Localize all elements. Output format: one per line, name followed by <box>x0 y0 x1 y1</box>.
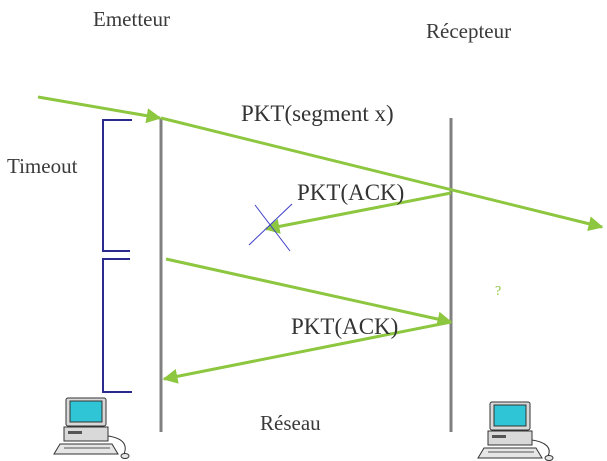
ack-packet-label: PKT(ACK) <box>291 315 398 338</box>
incoming-data-arrow <box>38 97 160 118</box>
receiver-label: Récepteur <box>426 21 511 42</box>
timeout-bracket-2 <box>103 259 132 392</box>
lost-ack-packet-label: PKT(ACK) <box>297 181 404 204</box>
sender-computer-icon <box>54 398 129 459</box>
segment-arrow <box>161 118 602 227</box>
sender-label: Emetteur <box>93 9 170 30</box>
question-mark: ? <box>495 285 501 299</box>
timeout-bracket-1 <box>103 120 132 251</box>
timeout-label: Timeout <box>7 156 77 177</box>
retransmit-arrow <box>166 259 451 322</box>
receiver-computer-icon <box>478 402 553 461</box>
network-label: Réseau <box>260 413 321 434</box>
segment-packet-label: PKT(segment x) <box>241 102 394 125</box>
